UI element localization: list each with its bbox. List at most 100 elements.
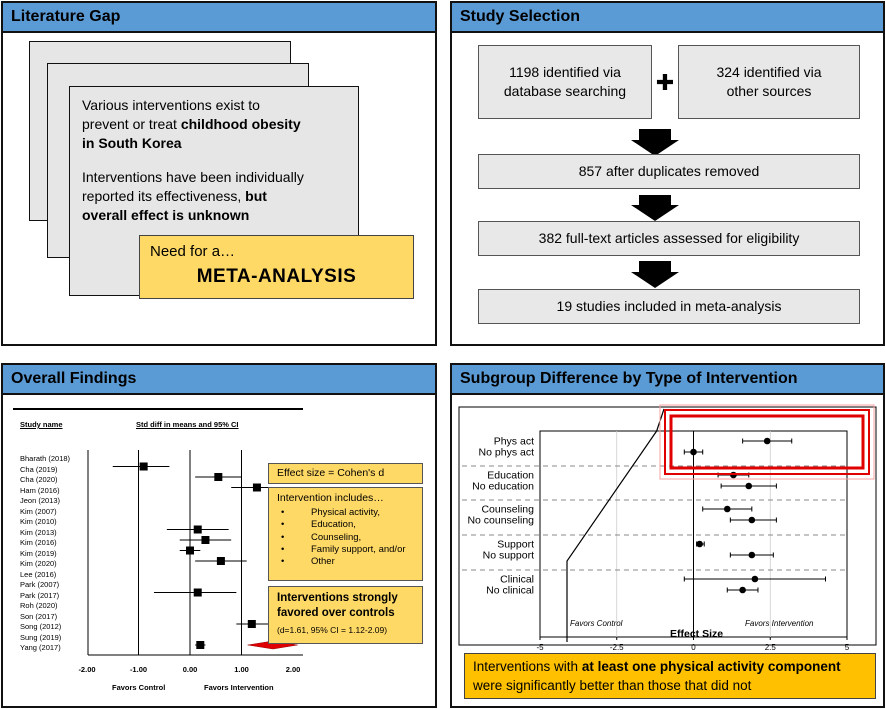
- study-name: Cha (2019): [20, 464, 58, 474]
- includes-item-label: Physical activity,: [311, 507, 380, 518]
- x-tick-label: -2.00: [78, 665, 95, 674]
- study-effect-marker: [186, 546, 194, 555]
- study-name: Park (2017): [20, 590, 60, 600]
- study-effect-marker: [201, 536, 210, 544]
- subgroup-label: No phys act: [479, 447, 535, 459]
- includes-item: • Family support, and/or: [277, 544, 422, 556]
- subgroup-effect-point: [763, 437, 771, 445]
- includes-item-label: Education,: [311, 519, 356, 531]
- need-meta-analysis-box: Need for a… META-ANALYSIS: [139, 235, 414, 299]
- meta-analysis-label: META-ANALYSIS: [196, 266, 357, 287]
- gap-text-1: Various interventions exist to prevent o…: [82, 96, 352, 153]
- bullet-icon: •: [281, 507, 285, 518]
- effect-size-note: Effect size = Cohen's d: [268, 463, 423, 484]
- study-name: Kim (2013): [20, 527, 57, 537]
- duplicates-removed-box: 857 after duplicates removed: [478, 154, 860, 189]
- plus-icon: ✚: [655, 70, 675, 95]
- study-name: Kim (2007): [20, 506, 57, 516]
- overall-findings-panel: Overall Findings Study name Std diff in …: [1, 363, 437, 708]
- subgroup-x-axis-title: Effect Size: [670, 628, 724, 640]
- gap-text-1a: Various interventions exist to: [82, 97, 260, 113]
- includes-item: • Other: [277, 556, 422, 568]
- study-effect-marker: [247, 620, 256, 628]
- highlight-frame: [664, 409, 870, 475]
- x-tick-label: 2.00: [286, 665, 301, 674]
- subgroup-label: No support: [483, 550, 534, 562]
- gap-text-2d: overall effect is unknown: [82, 207, 250, 223]
- subgroup-label: No counseling: [467, 515, 534, 527]
- zoom-connector-line: [566, 430, 658, 642]
- identified-database-box: 1198 identified via database searching: [478, 45, 652, 119]
- x-tick-label: 1.00: [234, 665, 249, 674]
- bullet-icon: •: [281, 543, 285, 555]
- subgroup-label: Education: [487, 470, 534, 482]
- intervention-includes-note: Intervention includes… •Physical activit…: [268, 487, 423, 581]
- study-effect-marker: [196, 641, 205, 649]
- subgroup-label: No education: [472, 481, 534, 493]
- bullet-icon: •: [281, 531, 285, 543]
- down-arrow-icon: [631, 261, 679, 288]
- includes-list: •Physical activity,•Education,•Counselin…: [277, 507, 422, 568]
- includes-item: •Counseling,: [277, 532, 422, 544]
- study-name: Bharath (2018): [20, 454, 71, 463]
- x-tick-label: -5: [536, 643, 544, 652]
- favors-control-label: Favors Control: [112, 683, 166, 692]
- subgroup-effect-point: [723, 505, 731, 513]
- panel-title-overall-findings: Overall Findings: [3, 365, 435, 395]
- study-name: Roh (2020): [20, 601, 58, 610]
- study-name: Kim (2019): [20, 548, 57, 558]
- col-header-study-name: Study name: [20, 420, 63, 429]
- literature-gap-panel: Literature Gap Various interventions exi…: [1, 1, 437, 346]
- subgroup-label: Counseling: [481, 504, 534, 516]
- study-effect-marker: [214, 473, 223, 481]
- study-effect-marker: [139, 462, 148, 471]
- bullet-icon: •: [281, 556, 285, 568]
- study-name: Song (2012): [20, 622, 62, 631]
- identified-other-box: 324 identified via other sources: [678, 45, 860, 119]
- subgroup-callout: Interventions with at least one physical…: [464, 653, 876, 699]
- study-name: Kim (2016): [20, 538, 57, 547]
- subgroup-label: Phys act: [494, 436, 534, 448]
- panel-title-literature-gap: Literature Gap: [3, 3, 435, 33]
- x-tick-label: 0.00: [183, 665, 198, 674]
- study-name: Lee (2016): [20, 569, 57, 579]
- study-name: Jeon (2013): [20, 496, 61, 505]
- includes-item-label: Other: [311, 556, 335, 568]
- includes-item: • Physical activity,: [277, 507, 422, 519]
- highlight-frame-outer: [659, 404, 875, 480]
- x-tick-label: 0: [691, 643, 696, 652]
- panel-title-subgroup: Subgroup Difference by Type of Intervent…: [452, 365, 883, 395]
- study-name: Park (2007): [20, 580, 60, 589]
- plot-outer-frame: [458, 406, 877, 646]
- gap-text-1c: childhood obesity: [180, 116, 301, 132]
- favors-intervention-label: Favors Intervention: [204, 683, 274, 692]
- subgroup-effect-point: [748, 551, 756, 559]
- study-name: Son (2017): [20, 611, 58, 621]
- gap-text-2: Interventions have been individually rep…: [82, 168, 352, 225]
- subgroup-effect-point: [690, 448, 697, 456]
- gap-text-2a: Interventions have been individually: [82, 169, 304, 185]
- subgroup-effect-point: [748, 516, 756, 524]
- need-for-label: Need for a…: [150, 243, 236, 260]
- includes-item: •Education,: [277, 519, 422, 531]
- gap-text-1d: in South Korea: [82, 135, 182, 151]
- study-name: Sung (2019): [20, 632, 62, 642]
- gap-text-1b: prevent or treat: [82, 116, 181, 132]
- study-name: Yang (2017): [20, 643, 61, 652]
- panel-title-study-selection: Study Selection: [452, 3, 883, 33]
- study-name: Kim (2010): [20, 517, 57, 526]
- subgroup-effect-point: [739, 586, 746, 594]
- callout-bold: at least one physical activity component: [581, 659, 841, 674]
- study-effect-marker: [252, 483, 261, 492]
- includes-item-label: Family support, and/or: [311, 543, 406, 555]
- study-name: Cha (2020): [20, 475, 58, 484]
- down-arrow-icon: [631, 129, 679, 156]
- callout-post: were significantly better than those tha…: [473, 678, 752, 693]
- strongly-favored-stat: (d=1.61, 95% CI = 1.12-2.09): [277, 625, 388, 635]
- col-header-ci: Std diff in means and 95% CI: [136, 420, 239, 429]
- strongly-favored-line2: favored over controls: [277, 607, 395, 619]
- study-name-list: Bharath (2018)Cha (2019)Cha (2020)Ham (2…: [20, 454, 70, 654]
- strongly-favored-note: Interventions strongly favored over cont…: [268, 586, 423, 644]
